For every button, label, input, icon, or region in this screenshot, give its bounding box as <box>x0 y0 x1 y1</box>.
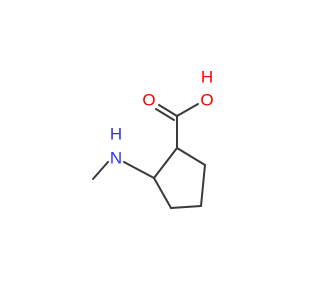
amine-hydrogen-label: H <box>110 125 122 144</box>
molecule-structure: O O H H N <box>92 68 214 209</box>
carbonyl-oxygen-label: O <box>142 91 155 110</box>
bond-ring-c3-c4 <box>170 205 202 209</box>
bond-c2-nitrogen <box>123 161 155 179</box>
amine-nitrogen-label: N <box>110 149 122 168</box>
hydroxyl-hydrogen-label: H <box>201 68 213 87</box>
bond-nitrogen-methyl <box>92 161 109 180</box>
bond-ring-c4-c5 <box>200 164 206 207</box>
bond-carbonyl-double-a <box>158 104 178 117</box>
bond-ring-c1-c2 <box>153 147 178 179</box>
bond-carbonyl-double-b <box>155 108 175 121</box>
bond-carboxyl-hydroxyl <box>176 103 199 117</box>
hydroxyl-oxygen-label: O <box>200 91 213 110</box>
structure-canvas: O O H H N <box>92 67 214 209</box>
bond-ring-c2-c3 <box>153 177 172 209</box>
bond-ring-c5-c1 <box>176 147 206 166</box>
